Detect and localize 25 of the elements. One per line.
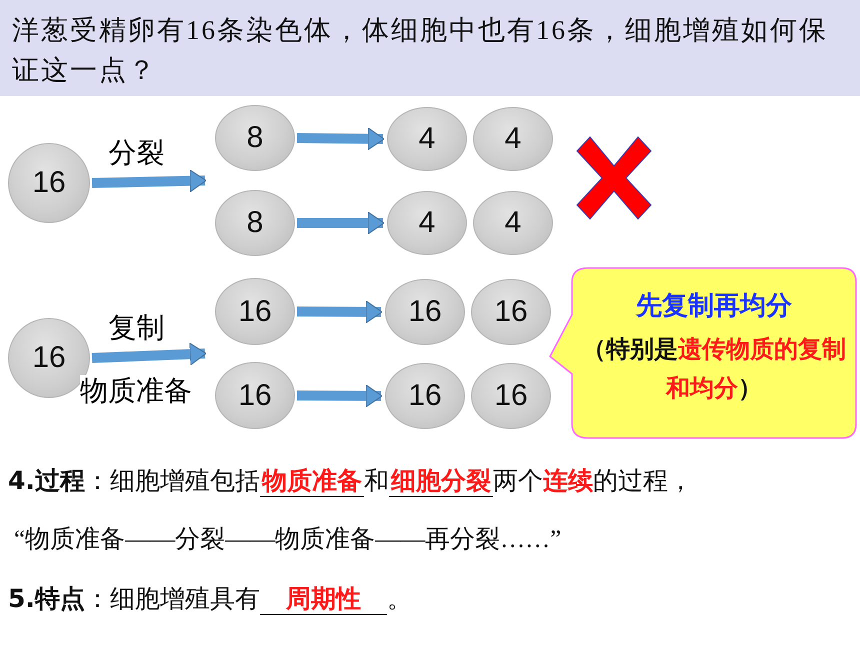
arrow (92, 342, 206, 366)
callout-text: （特别是遗传物质的复制和均分） (581, 334, 847, 404)
arrow (297, 212, 384, 234)
arrow (296, 127, 384, 150)
callout-heading: 先复制再均分 (636, 290, 792, 323)
title-banner: 洋葱受精卵有16条染色体，体细胞中也有16条，细胞增殖如何保证这一点？ (0, 0, 860, 96)
cell-ellipse: 16 (471, 363, 551, 429)
cell-ellipse: 4 (387, 191, 467, 255)
cell-ellipse: 4 (473, 191, 553, 255)
arrow (92, 169, 206, 192)
cell-ellipse: 16 (215, 278, 295, 345)
cell-ellipse: 16 (385, 363, 465, 429)
arrow (296, 300, 382, 324)
text-line: 5.特点：细胞增殖具有周期性。 (8, 583, 412, 615)
cell-ellipse: 4 (387, 107, 467, 171)
cell-ellipse: 8 (215, 190, 295, 256)
cell-ellipse: 16 (385, 279, 465, 345)
cell-ellipse: 4 (473, 107, 553, 171)
cell-ellipse: 16 (215, 362, 295, 429)
text-line: 4.过程：细胞增殖包括物质准备和细胞分裂两个连续的过程， (8, 465, 693, 497)
cell-ellipse: 16 (8, 143, 90, 223)
arrow (296, 384, 382, 408)
cell-ellipse: 8 (215, 105, 295, 171)
cell-ellipse: 16 (471, 279, 551, 345)
text-line: “物质准备——分裂——物质准备——再分裂……” (14, 525, 562, 555)
